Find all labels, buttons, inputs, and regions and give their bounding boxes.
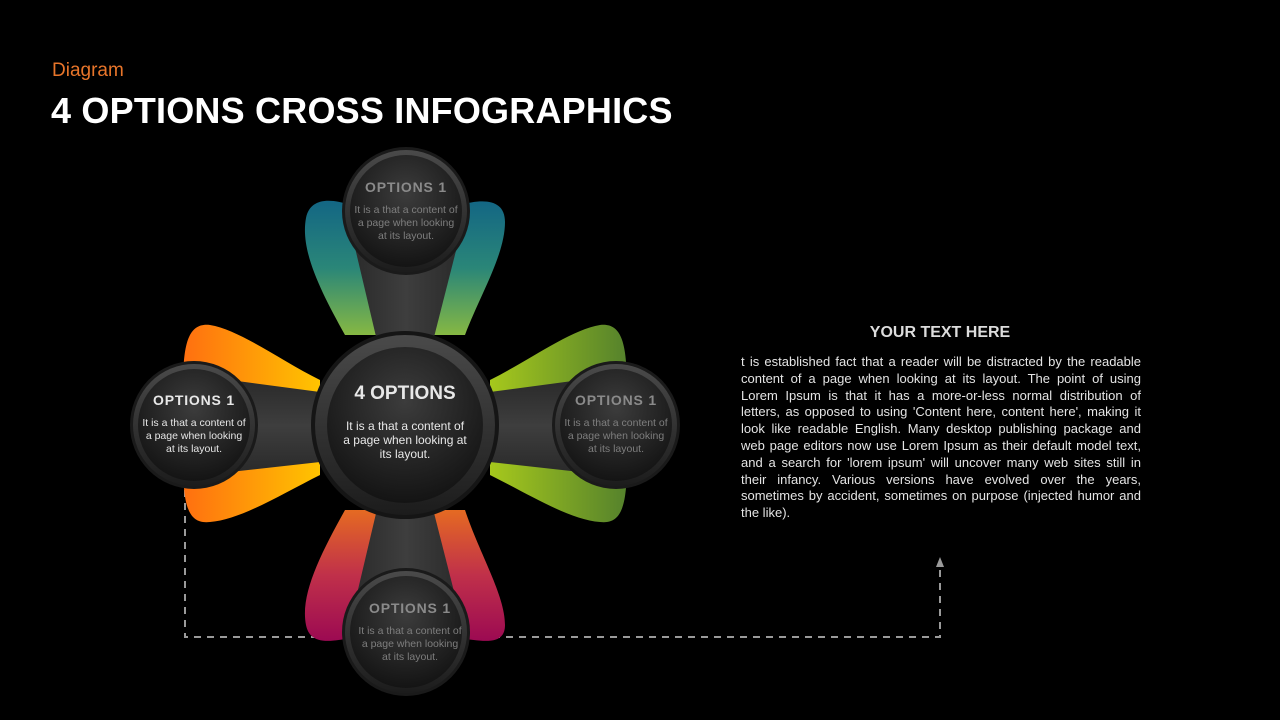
option-right: OPTIONS 1 It is a that a content of a pa… (556, 392, 676, 456)
option-top-body: It is a that a content of a page when lo… (354, 204, 458, 242)
option-bottom-body: It is a that a content of a page when lo… (358, 625, 462, 663)
right-disc (552, 361, 680, 489)
slide-subtitle: Diagram (52, 60, 124, 81)
connector-arrow-icon (936, 557, 944, 567)
panel-body: t is established fact that a reader will… (741, 354, 1141, 521)
top-disc (342, 147, 470, 275)
bottom-disc (342, 568, 470, 696)
option-bottom: OPTIONS 1 It is a that a content of a pa… (350, 600, 470, 664)
slide-title: 4 OPTIONS CROSS INFOGRAPHICS (51, 90, 673, 131)
center-label: 4 OPTIONS It is a that a content of a pa… (335, 383, 475, 461)
option-left-title: OPTIONS 1 (153, 392, 235, 408)
option-top: OPTIONS 1 It is a that a content of a pa… (346, 179, 466, 243)
option-right-title: OPTIONS 1 (575, 392, 657, 408)
option-top-title: OPTIONS 1 (365, 179, 447, 195)
center-title: 4 OPTIONS (354, 383, 456, 404)
option-left-body: It is a that a content of a page when lo… (142, 417, 246, 455)
option-right-body: It is a that a content of a page when lo… (564, 417, 668, 455)
option-left: OPTIONS 1 It is a that a content of a pa… (134, 392, 254, 456)
center-body: It is a that a content of a page when lo… (343, 419, 467, 461)
left-disc (130, 361, 258, 489)
panel-heading: YOUR TEXT HERE (869, 324, 1011, 341)
connector-dashed-line (184, 490, 941, 638)
option-bottom-title: OPTIONS 1 (369, 600, 451, 616)
center-disc (311, 331, 499, 519)
